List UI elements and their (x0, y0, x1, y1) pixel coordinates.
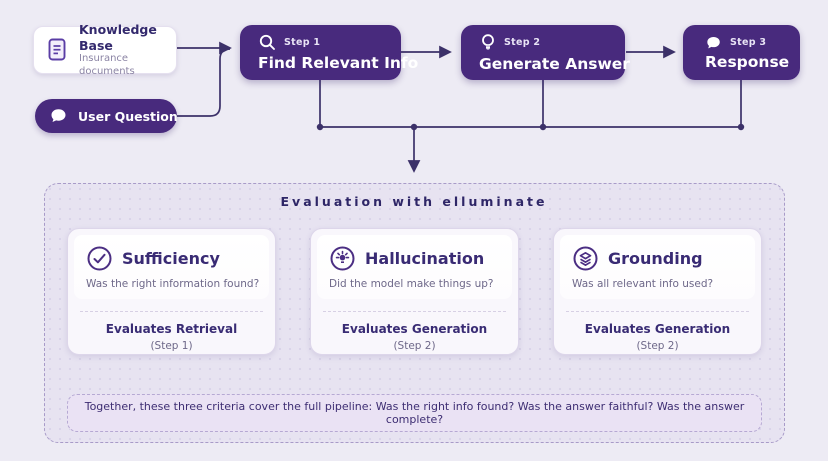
summary-text: Together, these three criteria cover the… (84, 400, 745, 426)
card-evaluates: Evaluates Generation (584, 322, 731, 336)
eval-card-grounding: Grounding Was all relevant info used? Ev… (553, 228, 762, 355)
knowledge-base-title: Knowledge Base (79, 21, 157, 53)
chat-bubble-icon (51, 109, 66, 122)
card-step-ref: (Step 1) (150, 340, 193, 352)
step-title: Response (705, 52, 790, 71)
step-label: Step 1 (284, 37, 321, 48)
layers-icon (573, 246, 598, 271)
card-divider (566, 311, 749, 312)
card-step-ref: (Step 2) (636, 340, 679, 352)
user-question-label: User Question (78, 108, 178, 124)
card-panel: Grounding Was all relevant info used? (560, 235, 755, 299)
eval-card-hallucination: Hallucination Did the model make things … (310, 228, 519, 355)
card-title: Grounding (608, 249, 703, 268)
idea-spark-icon (330, 246, 355, 271)
card-panel: Sufficiency Was the right information fo… (74, 235, 269, 299)
card-question: Did the model make things up? (329, 278, 494, 290)
knowledge-base-card: Knowledge Base Insurance documents (33, 22, 177, 77)
step-box-generate-answer: Step 2 Generate Answer (461, 25, 630, 80)
card-evaluates: Evaluates Generation (341, 322, 488, 336)
card-evaluates: Evaluates Retrieval (105, 322, 238, 336)
card-divider (323, 311, 506, 312)
card-question: Was the right information found? (86, 278, 260, 290)
junction-dots (316, 123, 745, 131)
lightbulb-icon (482, 33, 494, 50)
search-icon (259, 34, 275, 50)
card-title: Hallucination (365, 249, 485, 268)
chat-bubble-icon (707, 36, 720, 48)
step-box-response: Step 3 Response (683, 25, 800, 80)
card-question: Was all relevant info used? (572, 278, 714, 290)
step-label: Step 3 (730, 37, 767, 48)
evaluation-title: Evaluation with elluminate (280, 194, 548, 209)
user-question-pill: User Question (35, 99, 178, 133)
step-title: Generate Answer (479, 54, 630, 73)
card-title: Sufficiency (122, 249, 220, 268)
step-label: Step 2 (504, 37, 541, 48)
check-circle-icon (87, 246, 112, 271)
step-box-find-relevant-info: Step 1 Find Relevant Info (240, 25, 419, 80)
card-divider (80, 311, 263, 312)
summary-note: Together, these three criteria cover the… (67, 394, 762, 432)
document-icon (48, 38, 66, 61)
card-step-ref: (Step 2) (393, 340, 436, 352)
knowledge-base-subtitle: Insurance documents (79, 53, 135, 77)
connector-userquestion-merge (177, 48, 231, 117)
card-panel: Hallucination Did the model make things … (317, 235, 512, 299)
eval-card-sufficiency: Sufficiency Was the right information fo… (67, 228, 276, 355)
step-title: Find Relevant Info (258, 54, 419, 72)
